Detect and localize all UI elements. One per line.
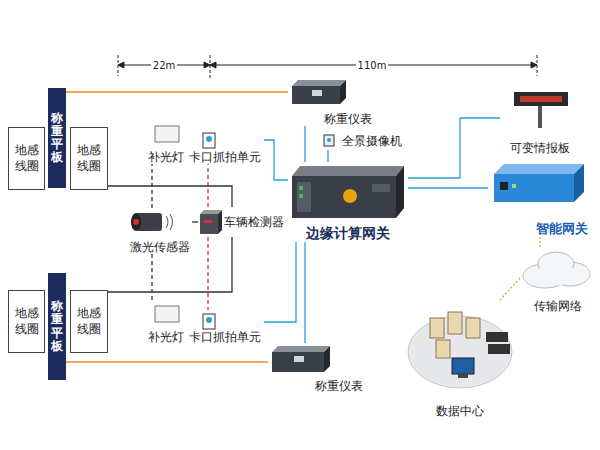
connector — [108, 237, 232, 292]
device-node: 卡口抓拍单元 — [186, 310, 264, 344]
variable-message-sign — [514, 92, 568, 128]
connector — [66, 92, 288, 93]
connector — [264, 140, 288, 180]
connector-line — [304, 126, 305, 162]
weigh-plate-band: 称重平板 — [48, 273, 66, 380]
connector — [192, 222, 198, 223]
connector — [152, 254, 153, 302]
node-label: 地感线圈 — [77, 306, 101, 337]
cloud — [523, 252, 590, 288]
connector — [108, 186, 232, 207]
device-node: 激光传感器 — [128, 208, 192, 254]
node-label: 称重平板 — [51, 300, 63, 353]
device-node: 补光灯 — [145, 302, 187, 344]
connector — [540, 237, 541, 248]
node-label: 全景摄像机 — [342, 134, 402, 148]
device-node: 传输网络 — [520, 248, 595, 313]
node-label: 卡口抓拍单元 — [189, 150, 261, 164]
connector-line — [264, 242, 296, 322]
laser-sensor-icon — [131, 213, 173, 231]
loop-coil-box: 地感线圈 — [8, 290, 45, 353]
connector-line — [66, 361, 268, 362]
node-label: 地感线圈 — [15, 143, 39, 174]
connector-line — [207, 237, 208, 310]
node-label: 称重仪表 — [324, 112, 372, 126]
smart-gateway-device — [494, 164, 584, 202]
connector-line — [151, 254, 152, 302]
node-label: 地感线圈 — [15, 306, 39, 337]
node-label: 卡口抓拍单元 — [189, 330, 261, 344]
device-node: 数据中心 — [405, 300, 515, 418]
node-label: 称重仪表 — [315, 379, 363, 393]
connector — [264, 242, 296, 322]
loop-coil-box: 地感线圈 — [8, 127, 45, 190]
node-label: 地感线圈 — [77, 143, 101, 174]
node-label: 数据中心 — [436, 404, 484, 418]
gateway-node: 智能网关 — [488, 162, 588, 237]
node-label: 补光灯 — [148, 330, 184, 344]
node-label: 可变情报板 — [510, 141, 570, 155]
node-label: 称重平板 — [51, 112, 63, 165]
node-label: 车辆检测器 — [224, 215, 284, 229]
device-node: 补光灯 — [145, 122, 187, 164]
connector — [328, 150, 329, 162]
data-center — [408, 312, 512, 388]
connector-line — [108, 237, 232, 292]
device-node: 卡口抓拍单元 — [186, 130, 264, 164]
connector — [500, 278, 520, 300]
connector — [305, 126, 306, 162]
device-node: 称重仪表 — [268, 343, 363, 393]
connector-line — [539, 237, 540, 248]
connector-line — [408, 187, 488, 188]
panorama-camera-icon — [324, 135, 334, 146]
device-node: 可变情报板 — [500, 90, 580, 155]
vehicle-detector-icon — [200, 210, 222, 234]
node-label: 传输网络 — [534, 299, 582, 313]
weigh-plate-band: 称重平板 — [48, 88, 66, 188]
connector-line — [192, 221, 198, 222]
connector-line — [500, 278, 520, 300]
connector — [305, 242, 306, 343]
connector-line — [264, 140, 288, 180]
connector — [408, 118, 500, 178]
weigh-instrument-bottom — [272, 346, 330, 372]
node-label: 补光灯 — [148, 150, 184, 164]
dimension-label: 110m — [356, 60, 389, 71]
connector-line — [327, 150, 328, 162]
connector-line — [108, 186, 232, 207]
connector — [408, 188, 488, 189]
gateway-node: 边缘计算网关 — [288, 162, 408, 242]
connector-line — [304, 242, 305, 343]
device-node: 全景摄像机 — [322, 132, 402, 150]
loop-coil-box: 地感线圈 — [70, 127, 108, 190]
dimension-lines — [118, 55, 537, 80]
connector — [208, 237, 209, 310]
edge-gateway-device — [292, 166, 404, 218]
node-label: 智能网关 — [536, 221, 588, 237]
node-label: 激光传感器 — [130, 240, 190, 254]
connector-line — [408, 118, 500, 178]
dimension-label: 22m — [151, 60, 177, 71]
node-label: 边缘计算网关 — [306, 225, 390, 242]
device-node: 称重仪表 — [288, 78, 372, 126]
loop-coil-box: 地感线圈 — [70, 290, 108, 353]
device-node: 车辆检测器 — [198, 207, 284, 237]
weigh-instrument-top — [292, 80, 346, 104]
connector — [66, 362, 268, 363]
connector-line — [66, 91, 288, 92]
